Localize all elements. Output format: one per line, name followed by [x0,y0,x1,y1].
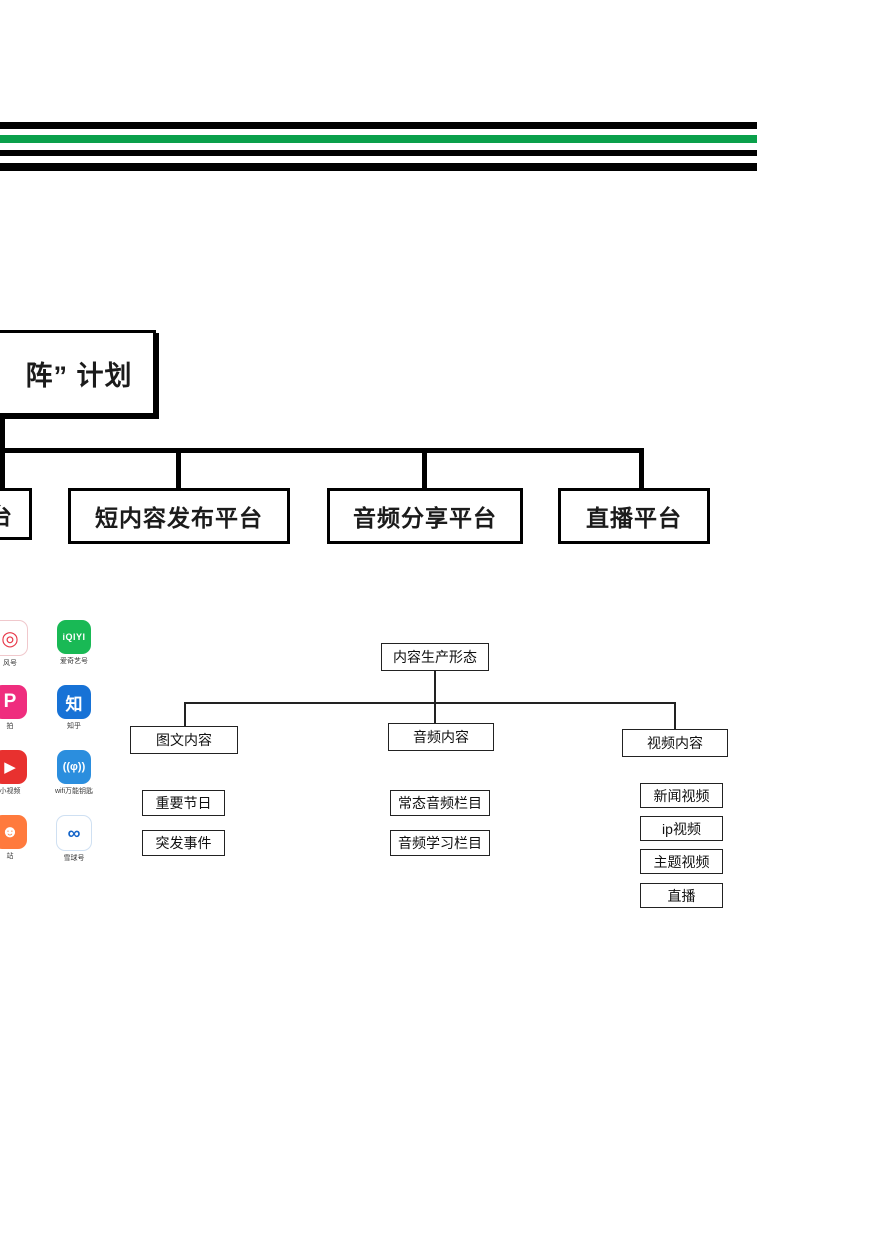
tree-leaf-regular-audio-column[interactable]: 常态音频栏目 [390,790,490,816]
app-item-pai-label: 拍 [6,723,14,730]
app-item-pai[interactable]: P 拍 [0,685,38,730]
xueqiu-icon: ∞ [56,815,92,851]
tree-leaf-breaking-event[interactable]: 突发事件 [142,830,225,856]
app-item-xueqiuhao-label: 雪球号 [63,855,85,862]
stripe-green [0,135,757,143]
app-item-zhan[interactable]: ☻ 站 [0,815,38,860]
iqiyi-icon: iQIYI [57,620,91,654]
stripe-black-3 [0,163,757,171]
tree-leaf-breaking-event-label: 突发事件 [155,835,212,851]
org-chart-title-box[interactable]: 阵” 计划 [0,330,156,416]
connector-title-drop [0,416,5,452]
stripe-black-1 [0,122,757,129]
wifi-signal-icon: ((φ)) [57,750,91,784]
org-node-short-content-platform-label: 短内容发布平台 [95,505,263,531]
app-item-fenghao-label: 风号 [3,660,17,667]
pai-icon: P [0,685,27,719]
connector-drop-4 [639,448,644,490]
tree-leaf-important-festival-label: 重要节日 [155,795,212,811]
tree-connector-root-drop [434,671,436,728]
tree-branch-video-label: 视频内容 [647,735,703,751]
org-node-platform-1-label: 台 [0,503,13,529]
zhihu-icon: 知 [57,685,91,719]
app-item-iqiyihao[interactable]: iQIYI 爱奇艺号 [46,620,102,665]
tree-leaf-theme-video[interactable]: 主题视频 [640,849,723,874]
app-item-wifi-key[interactable]: ((φ)) wifi万能钥匙 [46,750,102,795]
tree-leaf-ip-video[interactable]: ip视频 [640,816,723,841]
tree-branch-audio[interactable]: 音频内容 [388,723,494,751]
org-node-live-platform[interactable]: 直播平台 [558,488,710,544]
app-item-fenghao[interactable]: ◎ 风号 [0,620,38,667]
org-node-short-content-platform[interactable]: 短内容发布平台 [68,488,290,544]
org-node-audio-share-platform-label: 音频分享平台 [353,505,497,531]
tree-connector-bus [184,702,676,704]
tree-connector-drop-left [184,702,186,726]
org-chart-title-label: 阵” 计划 [25,360,133,391]
org-node-platform-1[interactable]: 台 [0,488,32,540]
org-node-audio-share-platform[interactable]: 音频分享平台 [327,488,523,544]
tree-root-content-production[interactable]: 内容生产形态 [381,643,489,671]
fenghao-icon: ◎ [0,620,28,656]
app-item-xiaoshipin-label: 小视频 [0,788,21,795]
tree-leaf-important-festival[interactable]: 重要节日 [142,790,225,816]
app-item-wifi-key-label: wifi万能钥匙 [54,788,94,795]
stripe-black-2 [0,150,757,156]
tree-branch-audio-label: 音频内容 [413,729,469,745]
connector-drop-1 [0,448,5,490]
tree-leaf-regular-audio-column-label: 常态音频栏目 [398,795,482,811]
tree-leaf-live-label: 直播 [667,887,696,904]
tree-branch-graphic-text-label: 图文内容 [156,732,212,748]
tree-leaf-news-video[interactable]: 新闻视频 [640,783,723,808]
tree-leaf-theme-video-label: 主题视频 [653,853,710,870]
tree-leaf-audio-learning-column-label: 音频学习栏目 [398,835,482,851]
org-node-live-platform-label: 直播平台 [586,505,682,531]
xiaoshipin-play-icon: ▶ [0,750,27,784]
app-item-xueqiuhao[interactable]: ∞ 雪球号 [46,815,102,862]
connector-drop-2 [176,448,181,490]
tree-branch-video[interactable]: 视频内容 [622,729,728,757]
app-item-iqiyihao-label: 爱奇艺号 [60,658,88,665]
connector-horizontal-bus [0,448,644,453]
tree-branch-graphic-text[interactable]: 图文内容 [130,726,238,754]
connector-drop-3 [422,448,427,490]
tree-root-label: 内容生产形态 [393,649,477,665]
tree-leaf-ip-video-label: ip视频 [662,820,701,837]
app-item-zhihu-label: 知乎 [67,723,81,730]
app-item-zhihu[interactable]: 知 知乎 [46,685,102,730]
tree-connector-drop-right [674,702,676,729]
tree-leaf-live[interactable]: 直播 [640,883,723,908]
tree-leaf-news-video-label: 新闻视频 [653,787,710,804]
app-item-zhan-label: 站 [6,853,14,860]
app-item-xiaoshipin[interactable]: ▶ 小视频 [0,750,38,795]
tree-leaf-audio-learning-column[interactable]: 音频学习栏目 [390,830,490,856]
zhan-icon: ☻ [0,815,27,849]
